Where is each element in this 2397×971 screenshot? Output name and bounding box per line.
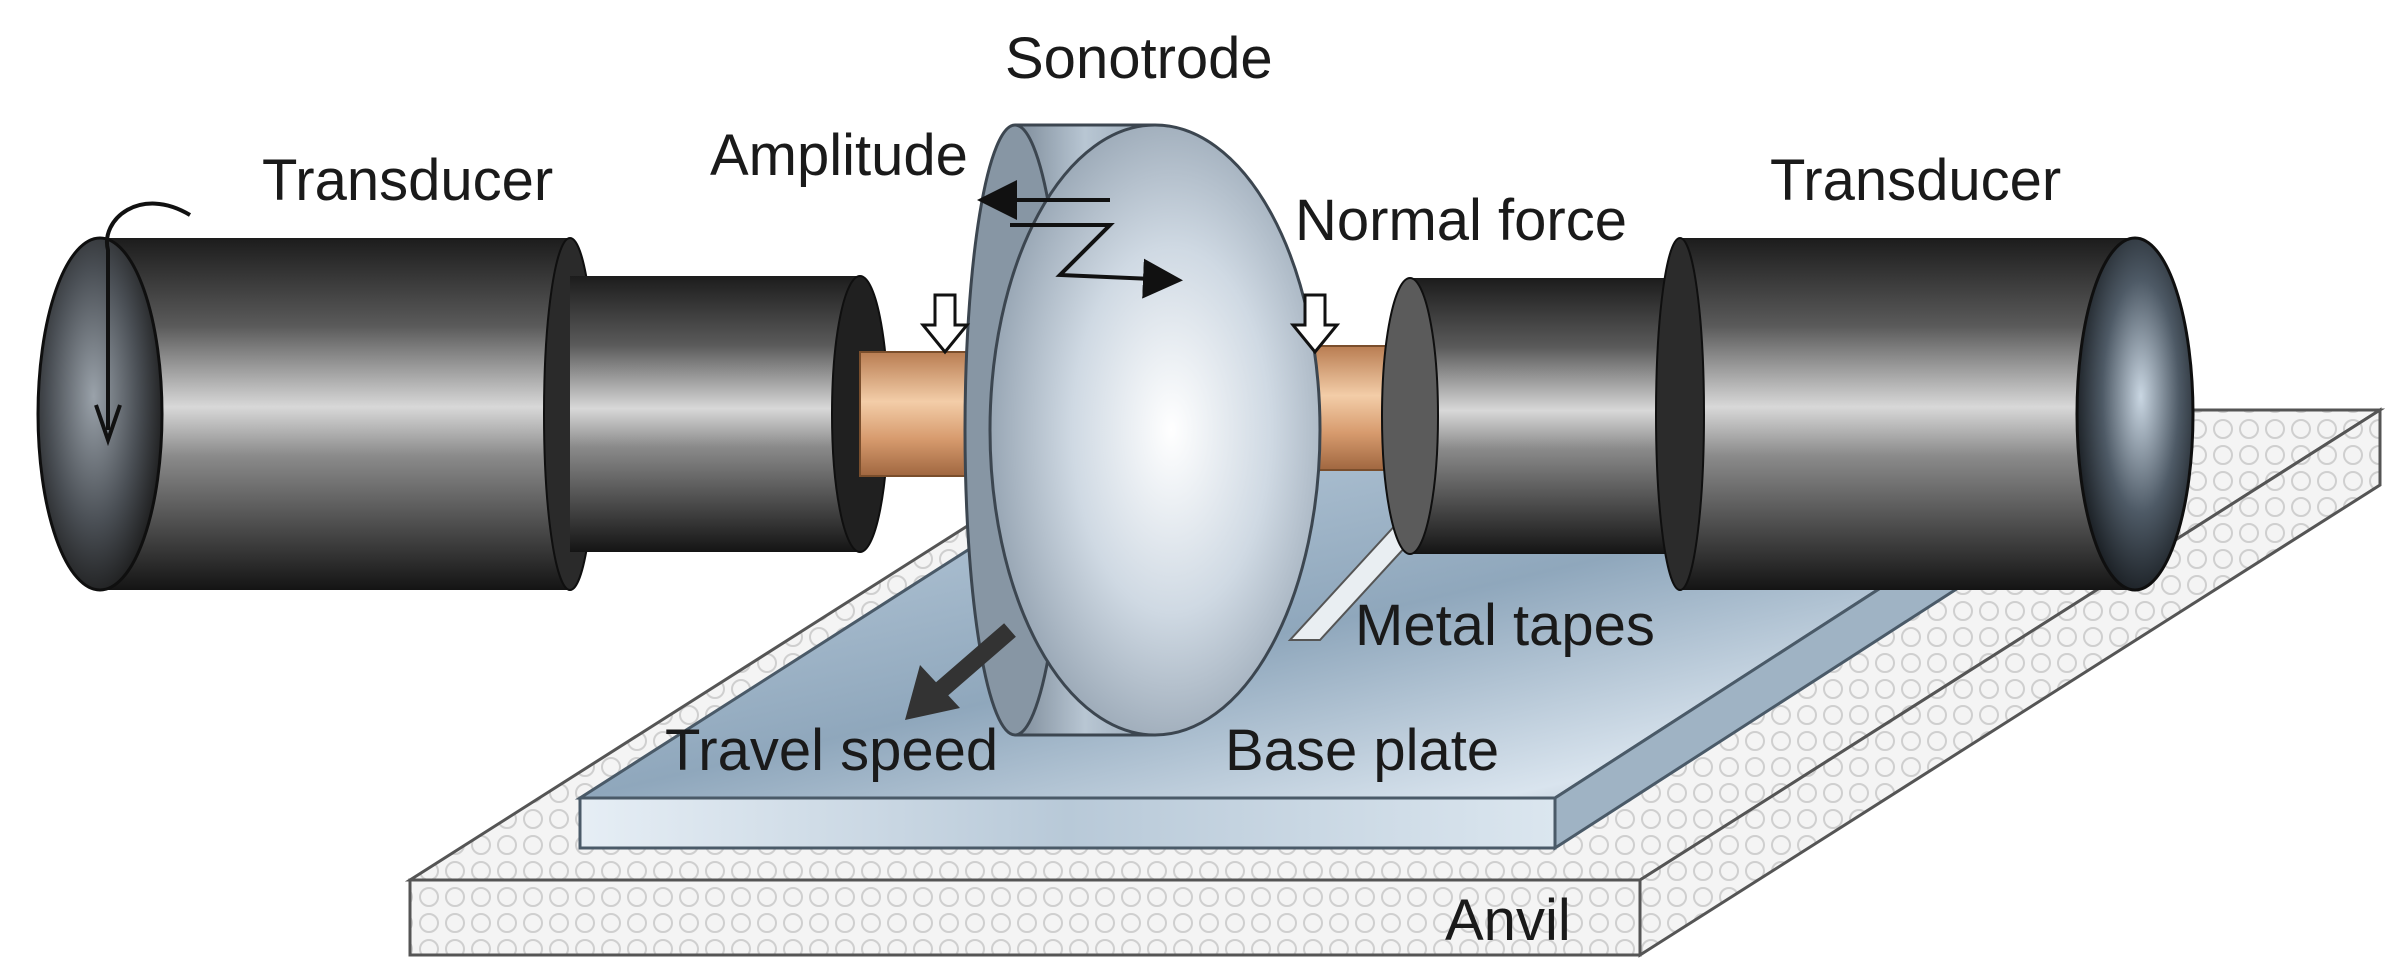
normal-force-arrow-right-icon bbox=[1289, 293, 1341, 355]
amplitude-arrow-icon bbox=[977, 180, 1183, 299]
label-amplitude: Amplitude bbox=[710, 123, 968, 188]
label-normal-force: Normal force bbox=[1295, 188, 1627, 253]
sonotrode-disc bbox=[963, 123, 1322, 737]
transducer-right bbox=[1381, 236, 2195, 592]
rotation-arrow-icon bbox=[94, 201, 192, 447]
label-sonotrode: Sonotrode bbox=[1005, 26, 1273, 91]
label-metal-tapes: Metal tapes bbox=[1355, 593, 1655, 658]
travel-speed-arrow-icon bbox=[905, 623, 1016, 720]
label-transducer-left: Transducer bbox=[262, 148, 553, 213]
transducer-left bbox=[36, 236, 889, 592]
normal-force-arrow-left-icon bbox=[919, 293, 971, 355]
label-travel-speed: Travel speed bbox=[665, 718, 998, 783]
label-transducer-right: Transducer bbox=[1770, 148, 2061, 213]
label-base-plate: Base plate bbox=[1225, 718, 1499, 783]
label-anvil: Anvil bbox=[1445, 888, 1571, 953]
